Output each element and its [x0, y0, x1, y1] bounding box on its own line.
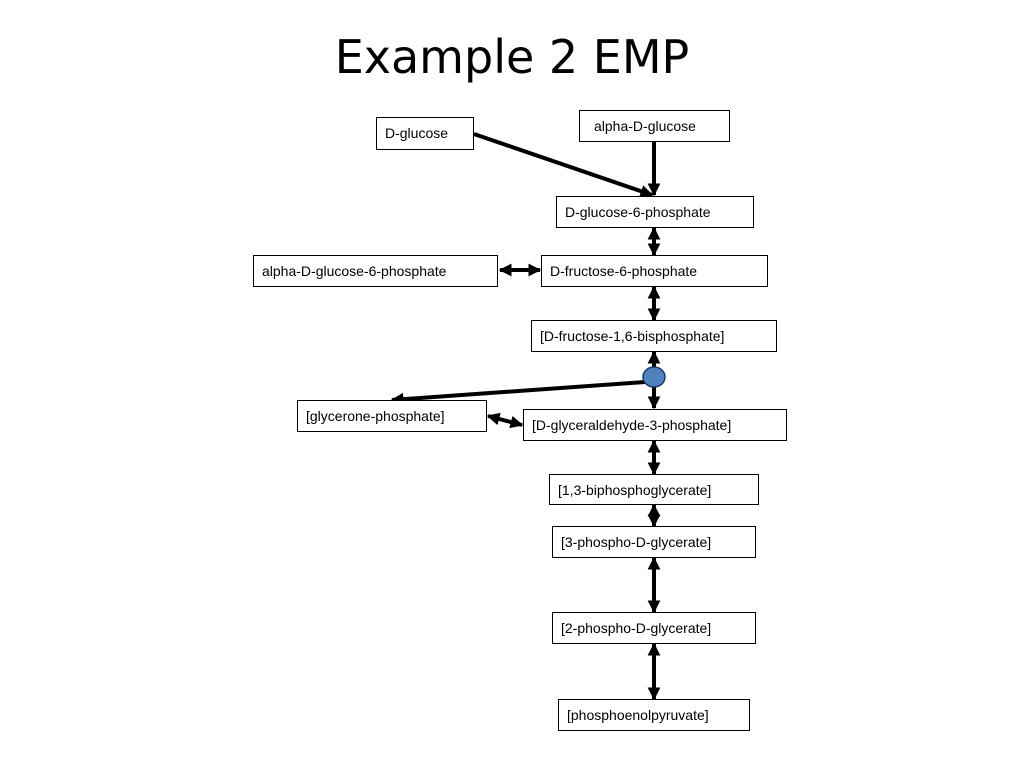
- slide-title: Example 2 EMP: [334, 30, 690, 84]
- node-3-phospho-d-glycerate: [3-phospho-D-glycerate]: [552, 526, 756, 558]
- node-d-glucose-6-phosphate: D-glucose-6-phosphate: [556, 196, 754, 228]
- arrow-glycerone-p-g3p: [486, 412, 524, 429]
- arrow-junction-glycerone-p: [390, 380, 646, 406]
- node-phosphoenolpyruvate: [phosphoenolpyruvate]: [558, 699, 750, 731]
- node-alpha-d-glucose: alpha-D-glucose: [579, 110, 730, 142]
- node-glycerone-phosphate: [glycerone-phosphate]: [297, 400, 487, 432]
- arrow-d-glucose-to-g6p: [473, 132, 654, 198]
- node-d-glyceraldehyde-3-phosphate: [D-glyceraldehyde-3-phosphate]: [523, 409, 787, 441]
- node-d-fructose-1-6-bisphosphate: [D-fructose-1,6-bisphosphate]: [531, 320, 777, 352]
- node-alpha-d-glucose-6-phosphate: alpha-D-glucose-6-phosphate: [253, 255, 498, 287]
- junction-node: [642, 366, 666, 388]
- node-d-fructose-6-phosphate: D-fructose-6-phosphate: [541, 255, 768, 287]
- node-1-3-biphosphoglycerate: [1,3-biphosphoglycerate]: [549, 474, 759, 505]
- node-2-phospho-d-glycerate: [2-phospho-D-glycerate]: [552, 612, 756, 644]
- node-d-glucose: D-glucose: [376, 117, 474, 150]
